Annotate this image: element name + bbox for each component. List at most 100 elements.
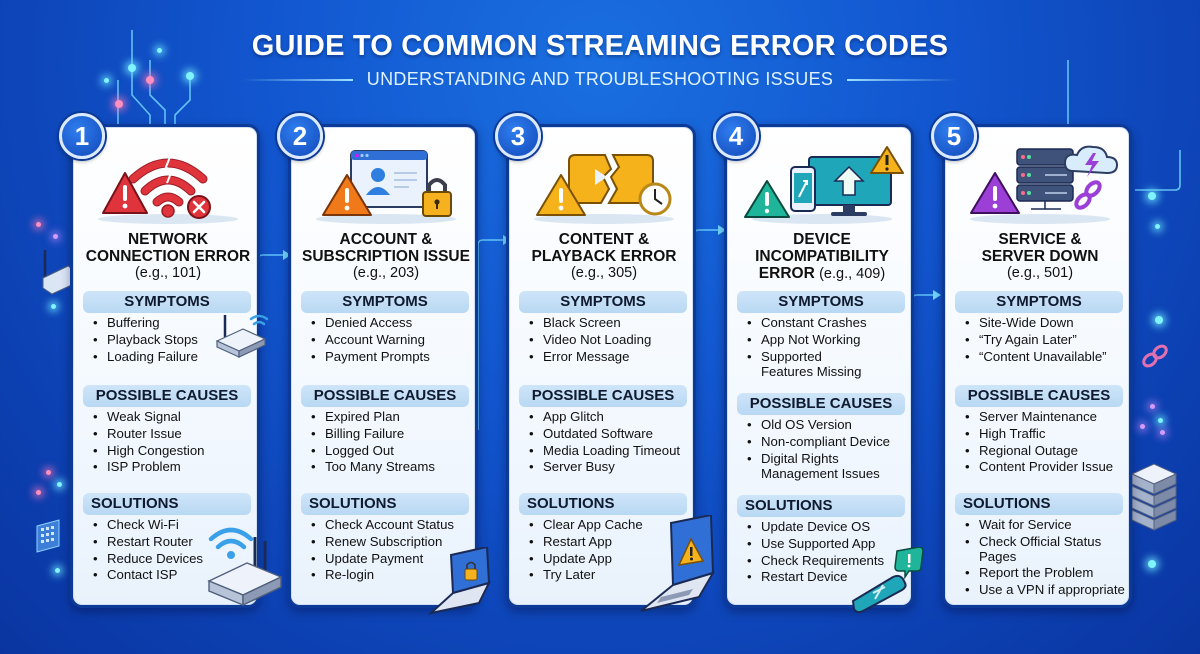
step-number-badge: 5 — [931, 113, 977, 159]
card-title-line: SUBSCRIPTION ISSUE — [302, 248, 470, 265]
glow-dot — [157, 48, 162, 53]
section-header: SYMPTOMS — [737, 291, 905, 313]
list-item: Weak Signal — [93, 409, 251, 426]
error-code: (e.g., 409) — [819, 266, 886, 282]
list-item: Use a VPN if appropriate — [965, 582, 1125, 599]
section-header: SOLUTIONS — [737, 495, 905, 517]
card-title-line: PLAYBACK ERROR — [531, 248, 677, 265]
card-title-line: ERROR — [758, 265, 815, 282]
list-item: Old OS Version — [747, 417, 905, 434]
list-item: Loading Failure — [93, 349, 251, 366]
card-title-line: NETWORK — [127, 231, 209, 248]
list-item: Contact ISP — [93, 567, 251, 584]
divider — [242, 78, 353, 81]
error-code: (e.g., 305) — [570, 265, 638, 281]
card-title-line: SERVICE & — [998, 231, 1082, 248]
section-header: SYMPTOMS — [955, 291, 1123, 313]
router-decoration-icon — [42, 250, 74, 295]
glow-dot — [53, 234, 58, 239]
list-item: Wait for Service — [965, 517, 1123, 534]
solutions-section: SOLUTIONS Update Device OS Use Supported… — [737, 495, 905, 586]
glow-dot — [1140, 424, 1145, 429]
glow-dot — [57, 482, 62, 487]
list-item: Check Account Status — [311, 517, 469, 534]
solutions-list: Update Device OS Use Supported App Check… — [737, 519, 905, 586]
card-title: NETWORK CONNECTION ERROR (e.g., 101) — [73, 231, 263, 282]
list-item: Check Wi-Fi — [93, 517, 251, 534]
error-code: (e.g., 501) — [1006, 265, 1074, 281]
card-title-line: ACCOUNT & — [339, 231, 433, 248]
list-item: Playback Stops — [93, 332, 251, 349]
causes-list: Weak Signal Router Issue High Congestion… — [83, 409, 251, 476]
list-item: “Content Unavailable” — [965, 349, 1123, 366]
list-item: Account Warning — [311, 332, 469, 349]
glow-dot — [1148, 560, 1156, 568]
glow-dot — [186, 72, 194, 80]
keypad-decoration-icon — [36, 519, 60, 553]
glow-dot — [1160, 430, 1165, 435]
symptoms-section: SYMPTOMS Black Screen Video Not Loading … — [519, 291, 687, 365]
server-down-icon — [945, 145, 1135, 227]
list-item: Server Maintenance — [965, 409, 1123, 426]
list-item: Restart Router — [93, 534, 251, 551]
page-subtitle: UNDERSTANDING AND TROUBLESHOOTING ISSUES — [366, 69, 834, 89]
card-title: CONTENT & PLAYBACK ERROR (e.g., 305) — [509, 231, 699, 282]
section-header: SYMPTOMS — [301, 291, 469, 313]
symptoms-section: SYMPTOMS Site-Wide Down “Try Again Later… — [955, 291, 1123, 365]
list-item: Outdated Software — [529, 426, 687, 443]
list-item: Clear App Cache — [529, 517, 687, 534]
card-network-connection-error: 1 NETWORK CONNECTION ERROR (e.g., 101) S… — [59, 113, 283, 608]
section-header: POSSIBLE CAUSES — [737, 393, 905, 415]
list-item: Site-Wide Down — [965, 315, 1123, 332]
list-item: Report the Problem — [965, 565, 1123, 582]
card-title-line: INCOMPATIBILITY — [755, 248, 889, 265]
list-item: Media Loading Timeout — [529, 443, 687, 460]
solutions-section: SOLUTIONS Check Wi-Fi Restart Router Red… — [83, 493, 251, 584]
card-title-line: DEVICE — [793, 231, 851, 248]
solutions-section: SOLUTIONS Clear App Cache Restart App Up… — [519, 493, 687, 584]
list-item: High Congestion — [93, 443, 251, 460]
wifi-error-icon — [73, 145, 263, 227]
phone-alert-icon — [851, 547, 924, 613]
list-item: “Try Again Later” — [965, 332, 1123, 349]
list-item: High Traffic — [965, 426, 1123, 443]
list-item: ISP Problem — [93, 459, 251, 476]
list-item: Check Official Status Pages — [965, 534, 1115, 565]
divider — [847, 78, 958, 81]
list-item: Reduce Devices — [93, 551, 251, 568]
symptoms-section: SYMPTOMS Denied Access Account Warning P… — [301, 291, 469, 365]
glow-dot — [146, 76, 154, 84]
list-item: Expired Plan — [311, 409, 469, 426]
list-item: Restart App — [529, 534, 687, 551]
list-item: Renew Subscription — [311, 534, 469, 551]
section-header: SOLUTIONS — [301, 493, 469, 515]
infographic-header: GUIDE TO COMMON STREAMING ERROR CODES UN… — [0, 30, 1200, 90]
list-item: Digital Rights Management Issues — [747, 451, 887, 482]
causes-section: POSSIBLE CAUSES App Glitch Outdated Soft… — [519, 385, 687, 476]
list-item: Check Requirements — [747, 553, 905, 570]
broken-playback-icon — [509, 145, 699, 227]
list-item: Denied Access — [311, 315, 469, 332]
solutions-section: SOLUTIONS Check Account Status Renew Sub… — [301, 493, 469, 584]
list-item: App Glitch — [529, 409, 687, 426]
symptoms-list: Buffering Playback Stops Loading Failure — [83, 315, 251, 365]
card-title: ACCOUNT & SUBSCRIPTION ISSUE (e.g., 203) — [291, 231, 481, 282]
list-item: Black Screen — [529, 315, 687, 332]
wifi-router-icon — [207, 527, 283, 607]
list-item: Constant Crashes — [747, 315, 905, 332]
glow-dot — [1155, 224, 1160, 229]
list-item: Too Many Streams — [311, 459, 469, 476]
causes-list: Expired Plan Billing Failure Logged Out … — [301, 409, 469, 476]
list-item: Non-compliant Device — [747, 434, 905, 451]
card-title-line: SERVER DOWN — [981, 248, 1099, 265]
server-stack-decoration-icon — [1130, 463, 1178, 531]
list-item: Error Message — [529, 349, 687, 366]
list-item: Update App — [529, 551, 687, 568]
account-lock-icon — [291, 145, 481, 227]
card-title: DEVICE INCOMPATIBILITY ERROR (e.g., 409) — [727, 231, 917, 283]
list-item: Logged Out — [311, 443, 469, 460]
laptop-warning-icon — [640, 515, 715, 612]
symptoms-list: Black Screen Video Not Loading Error Mes… — [519, 315, 687, 365]
list-item: Update Device OS — [747, 519, 905, 536]
symptoms-section: SYMPTOMS Constant Crashes App Not Workin… — [737, 291, 905, 380]
